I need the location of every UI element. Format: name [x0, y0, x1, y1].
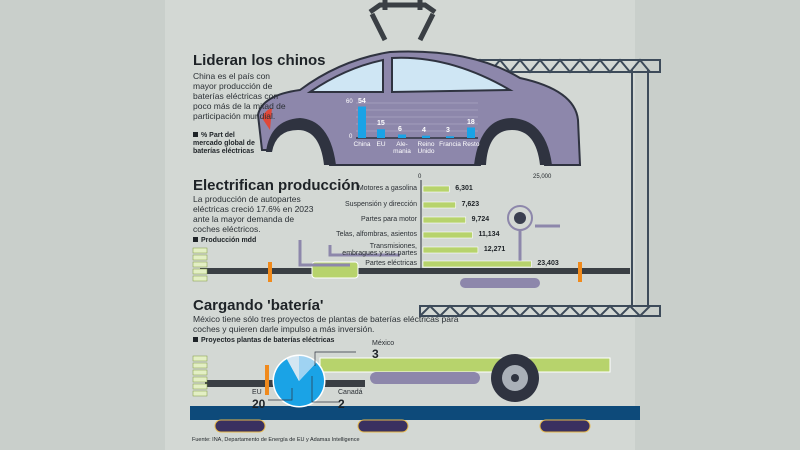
- pie-label-Mexico: México: [372, 340, 395, 347]
- bar-Resto: [467, 127, 475, 138]
- bar-Partes eléctricas: [422, 260, 532, 268]
- y-tick-label: 0: [349, 134, 353, 140]
- y-tick-label: Telas, alfombras, asientos: [336, 231, 417, 238]
- leader-line: [268, 388, 293, 401]
- y-tick-label: Partes eléctricas: [365, 260, 417, 267]
- y-tick-label: Suspensión y dirección: [345, 201, 417, 208]
- conveyor-2: [190, 354, 640, 433]
- production-chart: [420, 180, 532, 270]
- pie-chart: [268, 351, 356, 408]
- section2-title: Electrifican producción: [193, 177, 360, 194]
- x-tick-label: Francia: [439, 141, 461, 148]
- bar-value-label: 4: [422, 126, 426, 134]
- car-window: [306, 58, 384, 93]
- y-tick-label: Partes para motor: [360, 216, 417, 223]
- bar-value-label: 9,724: [471, 216, 490, 223]
- bar-value-label: 6: [398, 125, 402, 133]
- section3-title: Cargando 'batería': [193, 297, 324, 314]
- pie-slice-EU: [273, 359, 324, 407]
- section2-text: La producción de autopartes eléctricas c…: [193, 194, 314, 234]
- bar-value-label: 3: [446, 127, 450, 135]
- pie-value-Canada: 2: [338, 397, 345, 411]
- bar-value-label: 18: [467, 118, 475, 126]
- y-tick-label: Motores a gasolina: [357, 185, 417, 192]
- x-tick-label: Resto: [462, 141, 480, 148]
- x-tick-label: Reino Unido: [417, 141, 435, 155]
- leader-line: [311, 376, 340, 403]
- bar-Suspensión y dirección: [422, 201, 456, 209]
- x-tick-label: EU: [376, 141, 386, 148]
- bar-Transmisiones, embragues y sus partes: [422, 246, 479, 254]
- bar-value-label: 54: [358, 97, 366, 105]
- pie-label-EU: EU: [252, 389, 262, 396]
- source-note: Fuente: INA, Departamento de Energía de …: [192, 437, 360, 443]
- section3-legend: Proyectos plantas de baterías eléctricas: [193, 337, 334, 345]
- bar-value-label: 15: [377, 120, 385, 128]
- section1-title: Lideran los chinos: [193, 52, 326, 69]
- car-taillight: [262, 108, 272, 130]
- bar-Telas, alfombras, asientos: [422, 231, 473, 239]
- bar-Reino Unido: [422, 135, 430, 138]
- pie-slice-Canadá: [286, 356, 299, 381]
- leader-line: [314, 351, 356, 366]
- x-tick-label: 25,000: [533, 174, 552, 180]
- bar-Francia: [446, 136, 454, 138]
- wheel-arch: [266, 118, 336, 165]
- section3-text: México tiene sólo tres proyectos de plan…: [193, 314, 459, 334]
- section1-legend: % Part del mercado global de baterías el…: [193, 132, 265, 156]
- pie-value-EU: 20: [252, 397, 266, 411]
- section1-text: China es el país con mayor producción de…: [193, 71, 286, 121]
- battery-stack-icon: [192, 247, 208, 397]
- bar-value-label: 12,271: [483, 246, 506, 253]
- x-tick-label: Ale-mania: [393, 141, 411, 155]
- bar-Motores a gasolina: [422, 185, 450, 193]
- conveyor-1: [200, 205, 630, 288]
- wheel-arch: [474, 118, 552, 165]
- y-tick-label: 60: [346, 99, 353, 105]
- bar-value-label: 11,134: [478, 231, 500, 238]
- section2-legend: Producción mdd: [193, 237, 256, 245]
- x-tick-label: 0: [418, 174, 422, 180]
- bar-China: [358, 106, 366, 138]
- pie-value-Mexico: 3: [372, 347, 379, 361]
- bar-value-label: 23,403: [537, 260, 559, 267]
- robot-arm-icon: [368, 0, 437, 42]
- pie-label-Canada: Canadá: [338, 389, 363, 396]
- bar-EU: [377, 129, 385, 138]
- car-window: [391, 56, 514, 94]
- y-tick-label: Transmisiones, embragues y sus partes: [342, 243, 417, 257]
- pie-slice-México: [299, 356, 317, 381]
- bar-value-label: 6,301: [455, 185, 473, 192]
- market-share-chart: [356, 102, 478, 139]
- x-tick-label: China: [353, 141, 371, 148]
- bar-Ale-mania: [398, 134, 406, 138]
- bar-Partes para motor: [422, 216, 466, 224]
- bar-value-label: 7,623: [461, 201, 480, 208]
